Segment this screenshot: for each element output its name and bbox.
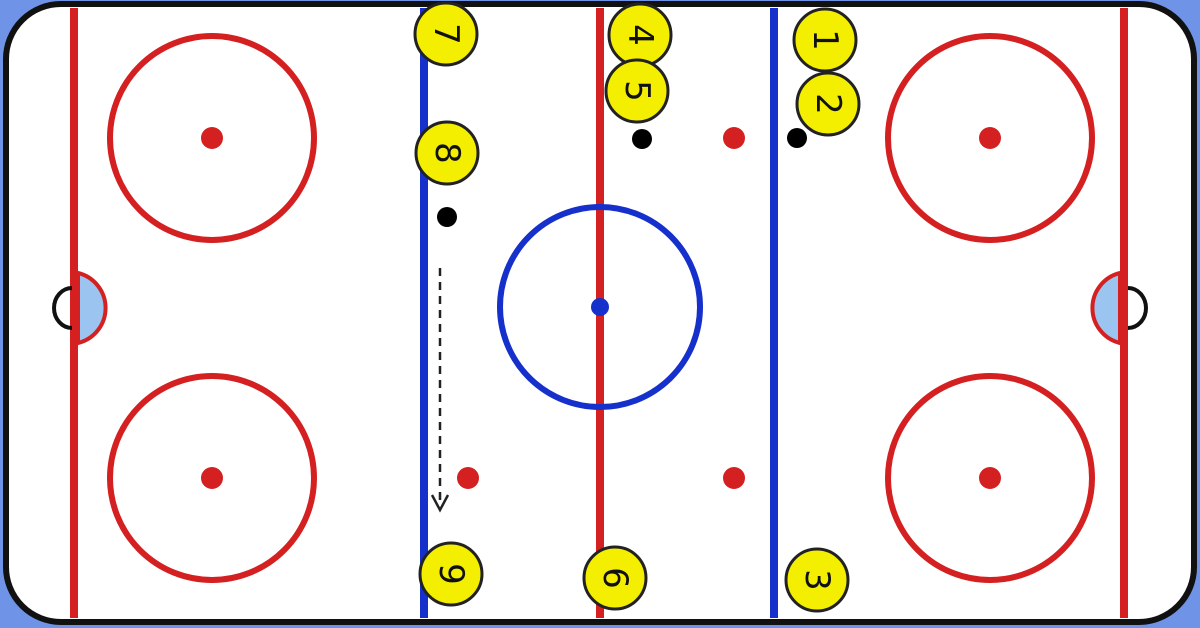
faceoff-circle-top-right: [885, 33, 1095, 243]
faceoff-circle-top-left: [107, 33, 317, 243]
player-number: 4: [620, 24, 660, 46]
player-number: 1: [805, 29, 845, 51]
faceoff-circle-bottom-right: [885, 373, 1095, 583]
player-6: 6: [582, 545, 648, 611]
player-number: 2: [808, 93, 848, 115]
player-number: 7: [426, 23, 466, 45]
player-4: 4: [607, 2, 673, 68]
goal-crease-right: [1090, 270, 1122, 346]
center-faceoff-dot: [591, 298, 609, 316]
faceoff-dot-bottom-left: [201, 467, 223, 489]
player-number: 3: [797, 569, 837, 591]
player-number: 9: [431, 563, 471, 585]
neutral-dot-bottom-right: [723, 467, 745, 489]
player-number: 8: [427, 142, 467, 164]
puck: [787, 128, 807, 148]
neutral-dot-bottom-left: [457, 467, 479, 489]
puck: [632, 129, 652, 149]
player-number: 5: [617, 80, 657, 102]
player-8: 8: [414, 120, 480, 186]
player-number: 6: [595, 567, 635, 589]
player-2: 2: [795, 71, 861, 137]
player-5: 5: [604, 58, 670, 124]
player-7: 7: [413, 1, 479, 67]
player-3: 3: [784, 547, 850, 613]
goal-net-right: [1127, 286, 1148, 330]
neutral-dot-top-right: [723, 127, 745, 149]
skate-path-arrow: [430, 268, 450, 513]
faceoff-circle-bottom-left: [107, 373, 317, 583]
goal-net-left: [52, 286, 73, 330]
player-9: 9: [418, 541, 484, 607]
faceoff-dot-top-right: [979, 127, 1001, 149]
faceoff-dot-top-left: [201, 127, 223, 149]
center-circle: [497, 204, 703, 410]
goal-crease-left: [76, 270, 108, 346]
faceoff-dot-bottom-right: [979, 467, 1001, 489]
player-1: 1: [792, 7, 858, 73]
puck: [437, 207, 457, 227]
